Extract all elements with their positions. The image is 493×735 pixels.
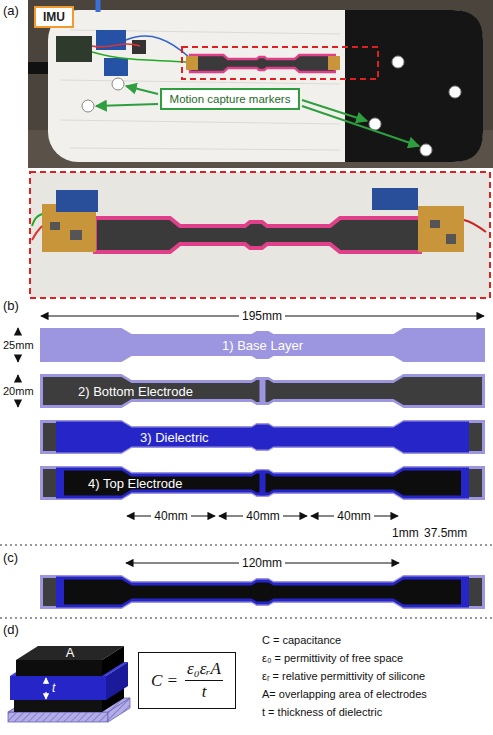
area-label: A: [66, 645, 75, 661]
definition-text: A= overlapping area of electrodes: [262, 688, 427, 701]
layer-label: 4) Top Electrode: [88, 476, 182, 491]
definition-text: ε₀ = permittivity of free space: [262, 652, 403, 665]
dimension-label: 40mm: [151, 509, 190, 523]
layer-label: 2) Bottom Electrode: [78, 384, 193, 399]
dimension-label: 40mm: [243, 509, 282, 523]
dimension-label: 25mm: [3, 339, 34, 352]
top-electrode-strip: 4) Top Electrode: [40, 466, 485, 500]
dimension-lines: [18, 316, 484, 563]
dielectric-strip: 3) Dielectric: [40, 420, 485, 454]
base-layer-shape: [40, 374, 485, 408]
electrode-gap: [260, 471, 266, 496]
definition-text: t = thickness of dielectric: [262, 706, 382, 719]
thickness-label: t: [52, 681, 55, 695]
marker-label-box: Motion capture markers: [160, 88, 300, 110]
panel-letter: (d): [3, 622, 19, 638]
imu-label-box: IMU: [34, 6, 74, 28]
dimension-label: 1mm: [392, 526, 419, 540]
photo-sleeve: [28, 0, 493, 168]
formula-denominator: t: [202, 681, 207, 702]
formula-fraction: ε₀εᵣAt: [185, 659, 223, 702]
capacitance-formula-box: C = ε₀εᵣAt: [138, 652, 236, 709]
dimension-label: 120mm: [239, 556, 285, 570]
panel-separators: [0, 545, 493, 618]
photo-inset: [30, 172, 490, 298]
box-label: Motion capture markers: [167, 93, 293, 105]
dimension-label: 195mm: [239, 309, 285, 323]
bottom-electrode-shape: [43, 469, 482, 497]
layer-label: 1) Base Layer: [222, 338, 303, 353]
base-layer-strip: 1) Base Layer: [40, 328, 485, 362]
definition-text: εᵣ = relative permittivity of silicone: [262, 670, 425, 683]
dimension-label: 20mm: [3, 385, 34, 398]
strip-outline: [40, 420, 485, 454]
dimension-label: 37.5mm: [424, 526, 467, 540]
capacitor-stack: [8, 646, 130, 722]
top-electrode-shape: [64, 471, 461, 496]
bottom-electrode-strip: 2) Bottom Electrode: [40, 374, 485, 408]
formula-numerator: ε₀εᵣA: [185, 659, 223, 681]
box-label: IMU: [43, 10, 65, 24]
panel-letter: (a): [3, 3, 19, 19]
base-layer-shape: [40, 328, 485, 362]
formula-lhs: C =: [151, 671, 178, 691]
panel-letter: (b): [3, 298, 19, 314]
full-sensor-strip: [40, 575, 485, 609]
electrode-gap: [260, 377, 266, 405]
base-layer-shape: [40, 420, 485, 454]
base-layer-shape: [40, 466, 485, 500]
definition-text: C = capacitance: [262, 634, 341, 647]
dielectric-shape: [56, 422, 469, 453]
bottom-electrode-shape: [43, 377, 482, 405]
dielectric-shape: [56, 468, 469, 499]
panel-letter: (c): [3, 550, 18, 566]
dimension-label: 40mm: [334, 509, 373, 523]
layer-label: 3) Dielectric: [140, 430, 209, 445]
